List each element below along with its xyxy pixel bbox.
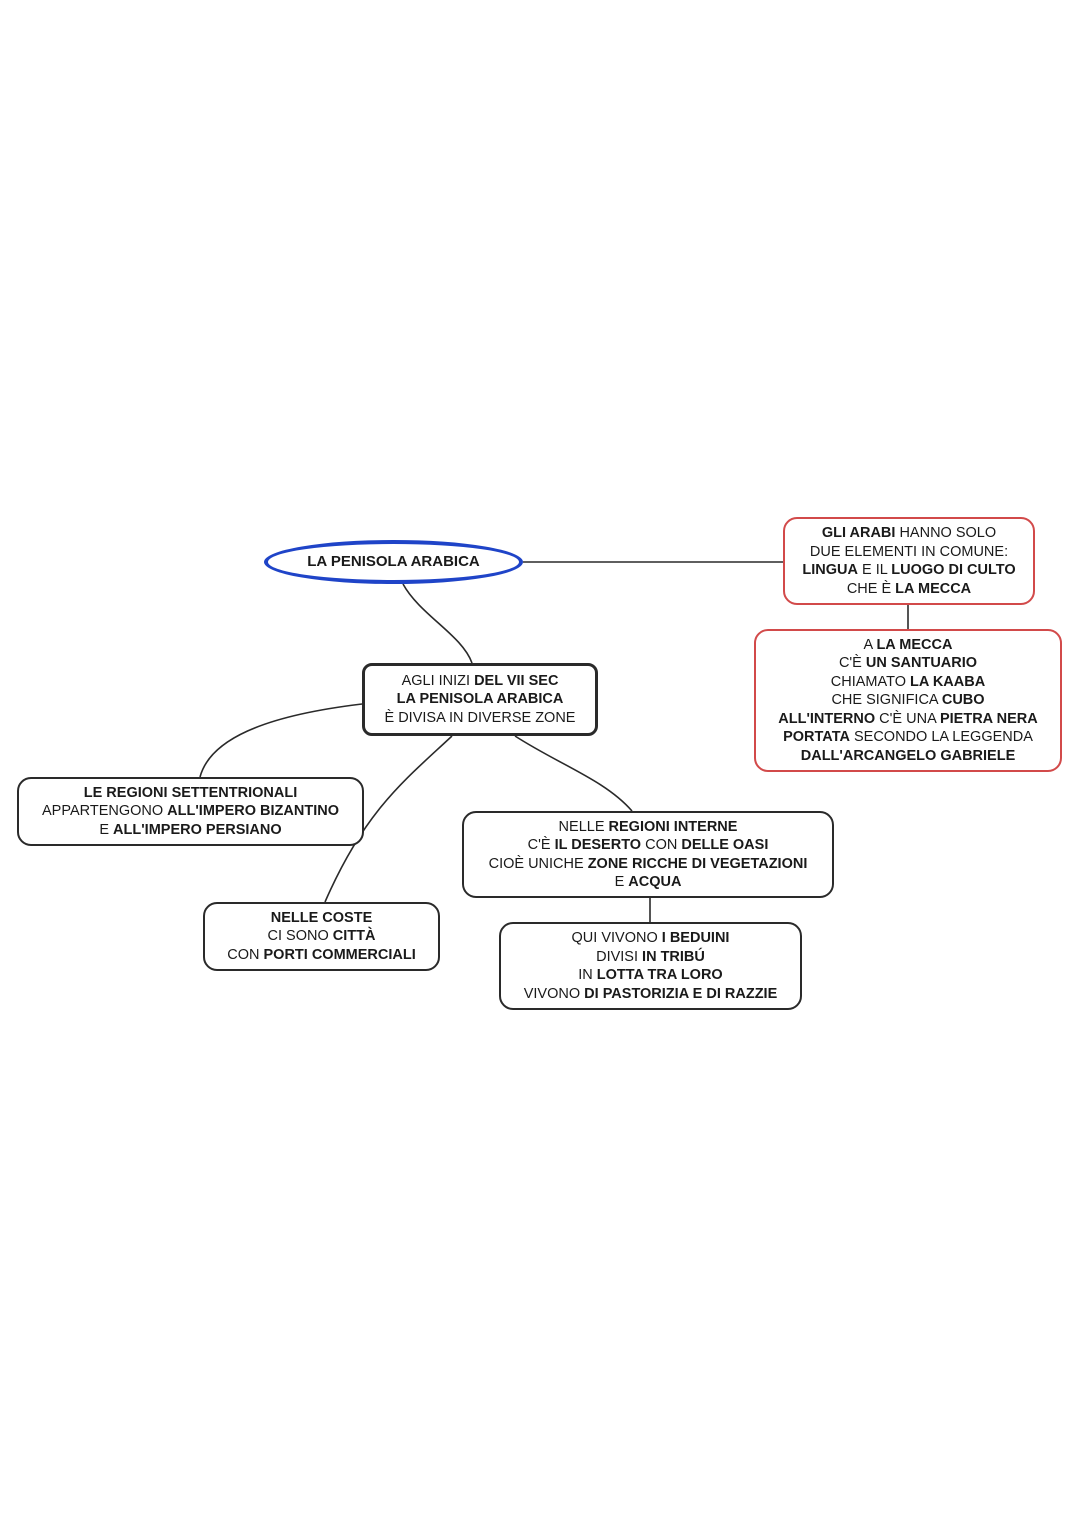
mecca-line: A LA MECCA: [864, 636, 953, 655]
coste-line: CON PORTI COMMERCIALI: [227, 946, 416, 965]
settentrionali-text: LE REGIONI SETTENTRIONALI: [83, 784, 298, 801]
arabi-text: CHE È: [846, 580, 896, 597]
interne-text: CON: [641, 837, 682, 853]
beduini-text: DI PASTORIZIA E DI RAZZIE: [584, 985, 778, 1002]
coste-text: CITTÀ: [332, 928, 376, 945]
center-line: È DIVISA IN DIVERSE ZONE: [385, 709, 576, 728]
settentrionali-text: ALL'IMPERO PERSIANO: [113, 821, 282, 838]
settentrionali-line: LE REGIONI SETTENTRIONALI: [84, 784, 297, 803]
interne-line: E ACQUA: [615, 873, 682, 892]
mecca-text: UN SANTUARIO: [865, 655, 978, 672]
root-node: LA PENISOLA ARABICA: [264, 540, 523, 584]
beduini-line: QUI VIVONO I BEDUINI: [572, 929, 730, 948]
beduini-text: I BEDUINI: [661, 930, 730, 946]
mecca-line: PORTATA SECONDO LA LEGGENDA: [783, 728, 1033, 747]
interne-text: CIOÈ UNICHE: [488, 855, 588, 872]
settentrionali-text: APPARTENGONO: [42, 803, 168, 820]
mecca-text: CUBO: [941, 692, 985, 709]
interne-line: C'È IL DESERTO CON DELLE OASI: [528, 836, 769, 855]
beduini-text: VIVONO: [523, 985, 585, 1002]
mecca-line: ALL'INTERNO C'È UNA PIETRA NERA: [778, 710, 1037, 729]
mecca-line: CHE SIGNIFICA CUBO: [831, 691, 984, 710]
beduini-text: LOTTA TRA LORO: [596, 967, 723, 983]
mecca-text: CHE SIGNIFICA: [831, 692, 942, 709]
interne-text: C'È: [527, 837, 555, 853]
edge-root-center: [402, 583, 473, 664]
mecca-line: C'È UN SANTUARIO: [839, 654, 977, 673]
arabi-text: LINGUA: [802, 562, 858, 578]
arabi-text: E IL: [857, 562, 892, 578]
interne-line: NELLE REGIONI INTERNE: [559, 818, 738, 837]
interne-text: NELLE: [558, 818, 609, 835]
arabi-line: LINGUA E IL LUOGO DI CULTO: [802, 561, 1015, 580]
arabi-line: GLI ARABI HANNO SOLO: [822, 524, 996, 543]
coste-text: NELLE COSTE: [270, 909, 373, 926]
coste-text: CON: [227, 946, 264, 963]
settentrionali-line: E ALL'IMPERO PERSIANO: [99, 821, 281, 840]
center-text: È DIVISA IN DIVERSE ZONE: [384, 709, 576, 726]
mecca-text: DALL'ARCANGELO GABRIELE: [800, 747, 1016, 764]
arabi-line: CHE È LA MECCA: [847, 580, 971, 599]
settentrionali-text: ALL'IMPERO BIZANTINO: [167, 803, 339, 820]
beduini-text: IN TRIBÚ: [642, 948, 705, 965]
center-text: LA PENISOLA ARABICA: [396, 691, 564, 708]
center-line: AGLI INIZI DEL VII SEC: [402, 672, 559, 691]
coste-line: CI SONO CITTÀ: [268, 927, 376, 946]
coste-text: PORTI COMMERCIALI: [263, 946, 416, 963]
beduini-text: DIVISI: [596, 948, 643, 965]
beduini-text: QUI VIVONO: [571, 930, 662, 946]
interne-text: ZONE RICCHE DI VEGETAZIONI: [587, 855, 808, 872]
coste-text: CI SONO: [267, 928, 333, 945]
mecca-text: C'È: [838, 655, 866, 672]
beduini-line: DIVISI IN TRIBÚ: [596, 948, 705, 967]
interne-text: REGIONI INTERNE: [608, 818, 738, 835]
mecca-text: PIETRA NERA: [939, 710, 1038, 727]
mecca-text: A: [863, 636, 877, 653]
arabi-text: LA MECCA: [895, 580, 972, 597]
arabi-text: DUE ELEMENTI IN COMUNE:: [809, 543, 1009, 560]
beduini-line: VIVONO DI PASTORIZIA E DI RAZZIE: [524, 985, 778, 1004]
interne-text: DELLE OASI: [681, 837, 769, 853]
root-text: LA PENISOLA ARABICA: [307, 552, 480, 570]
beduini-text: IN: [578, 967, 597, 983]
center-text: DEL VII SEC: [474, 672, 559, 689]
arabi-text: HANNO SOLO: [895, 525, 997, 541]
mecca-text: SECONDO LA LEGGENDA: [849, 729, 1033, 746]
settentrionali-text: E: [99, 821, 114, 838]
center-text: AGLI INIZI: [401, 672, 475, 689]
edge-center-settentrionali: [199, 703, 363, 778]
interne-text: E: [614, 874, 629, 890]
interne-text: ACQUA: [628, 874, 682, 890]
root-line: LA PENISOLA ARABICA: [307, 553, 480, 572]
interne-line: CIOÈ UNICHE ZONE RICCHE DI VEGETAZIONI: [489, 855, 808, 874]
mecca-text: LA MECCA: [876, 636, 953, 653]
mecca-text: C'È UNA: [875, 710, 940, 727]
mecca-line: DALL'ARCANGELO GABRIELE: [801, 747, 1016, 766]
mecca-line: CHIAMATO LA KAABA: [831, 673, 985, 692]
edge-center-coste: [324, 735, 453, 903]
beduini-line: IN LOTTA TRA LORO: [578, 966, 722, 985]
mecca-text: CHIAMATO: [830, 673, 911, 690]
arabi-text: LUOGO DI CULTO: [891, 562, 1016, 578]
settentrionali-line: APPARTENGONO ALL'IMPERO BIZANTINO: [42, 802, 339, 821]
center-line: LA PENISOLA ARABICA: [397, 690, 564, 709]
mecca-text: LA KAABA: [910, 673, 986, 690]
mecca-text: PORTATA: [783, 729, 850, 746]
arabi-text: GLI ARABI: [821, 525, 896, 541]
edge-center-interne: [514, 735, 633, 812]
mecca-text: ALL'INTERNO: [778, 710, 876, 727]
coste-line: NELLE COSTE: [271, 909, 373, 928]
arabi-line: DUE ELEMENTI IN COMUNE:: [810, 543, 1008, 562]
interne-text: IL DESERTO: [554, 837, 642, 853]
